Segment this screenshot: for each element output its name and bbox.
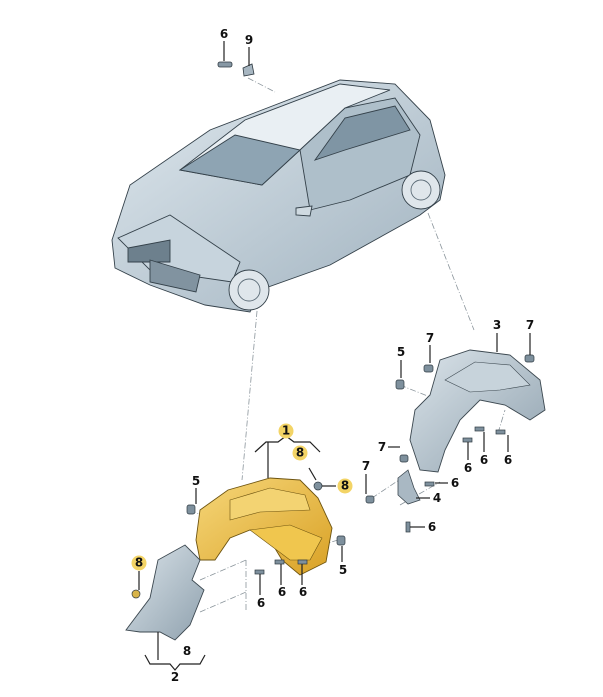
callout-label-highlighted: 8 xyxy=(292,445,308,461)
callout-label: 7 xyxy=(425,331,435,345)
callout-label: 6 xyxy=(450,476,460,490)
callout-label: 4 xyxy=(432,491,442,505)
callout-label: 5 xyxy=(396,345,406,359)
front-wheel-housing-liner xyxy=(195,477,333,576)
callout-label: 6 xyxy=(427,520,437,534)
callout-label: 9 xyxy=(244,33,254,47)
callout-label: 5 xyxy=(338,563,348,577)
callout-label: 5 xyxy=(191,474,201,488)
clip-icon xyxy=(399,454,409,463)
car-illustration xyxy=(111,79,446,313)
bolt-icon xyxy=(495,429,506,435)
nut-icon xyxy=(336,535,346,546)
callout-label: 8 xyxy=(182,644,192,658)
bolt-icon xyxy=(274,559,285,565)
bolt-icon xyxy=(405,521,411,533)
bolt-icon xyxy=(462,437,473,443)
callout-label-highlighted: 8 xyxy=(337,478,353,494)
clip-icon xyxy=(423,364,434,373)
callout-label: 6 xyxy=(503,453,513,467)
callout-label: 6 xyxy=(463,461,473,475)
callout-label: 6 xyxy=(479,453,489,467)
nut-icon xyxy=(313,481,323,491)
bolt-icon xyxy=(254,569,265,575)
clip-icon xyxy=(365,495,375,504)
callout-label: 6 xyxy=(256,596,266,610)
callout-label: 3 xyxy=(492,318,502,332)
callout-label: 6 xyxy=(277,585,287,599)
nut-icon xyxy=(395,379,405,390)
clip-icon xyxy=(524,354,535,363)
callout-label: 7 xyxy=(377,440,387,454)
top-fasteners xyxy=(217,61,255,77)
callout-label: 7 xyxy=(361,459,371,473)
front-lower-liner xyxy=(125,544,205,641)
callout-label-highlighted: 8 xyxy=(131,555,147,571)
nut-icon xyxy=(131,589,141,599)
callout-label: 6 xyxy=(219,27,229,41)
bolt-icon xyxy=(217,61,233,68)
rear-wheel-housing-liner xyxy=(409,349,546,473)
bolt-icon xyxy=(474,426,485,432)
callout-label: 7 xyxy=(525,318,535,332)
bolt-icon xyxy=(424,481,435,487)
callout-label: 2 xyxy=(170,670,180,684)
nut-icon xyxy=(186,504,196,515)
bolt-icon xyxy=(297,559,308,565)
callout-label-highlighted: 1 xyxy=(278,423,294,439)
bracket-part xyxy=(397,469,421,505)
callout-label: 6 xyxy=(298,585,308,599)
